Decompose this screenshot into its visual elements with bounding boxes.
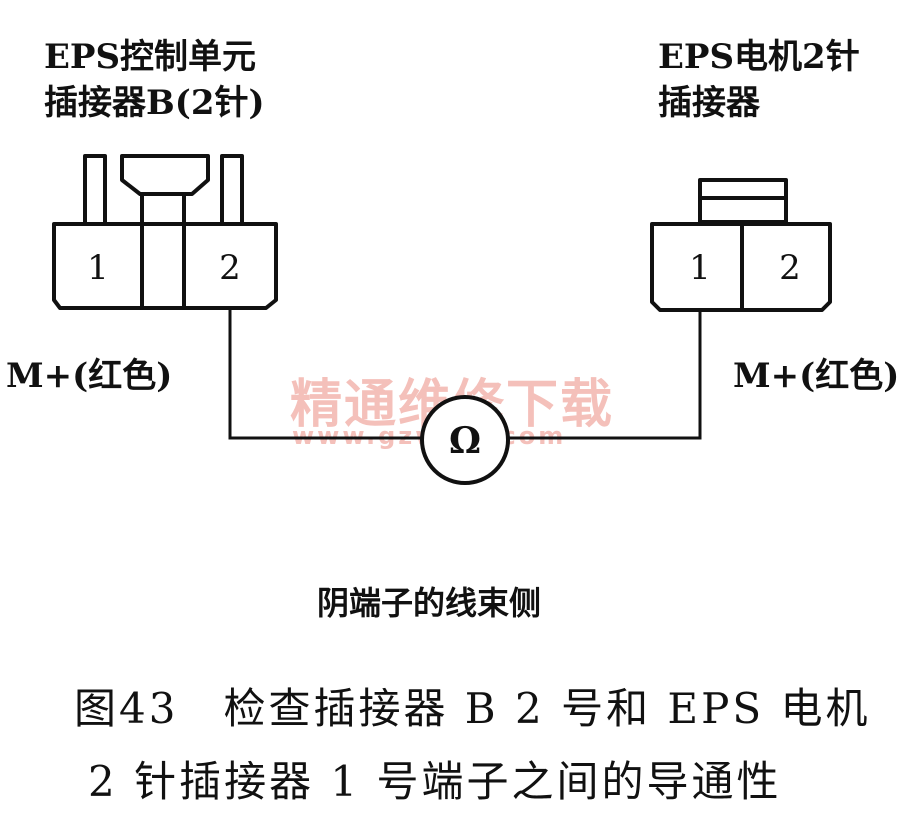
figure-caption-line2: 2 针插接器 1 号端子之间的导通性 (88, 757, 782, 806)
right-connector-pin-2: 2 (779, 248, 801, 288)
right-wire-label: M+(红色) (733, 356, 900, 396)
left-connector-body (52, 222, 278, 310)
ohmmeter-symbol (420, 395, 510, 485)
wire-left (228, 308, 422, 440)
left-wire-label: M+(红色) (6, 356, 173, 396)
right-connector-title-line1: EPS电机2针 (658, 37, 860, 77)
left-connector (52, 154, 278, 310)
left-connector-pin-1: 1 (87, 248, 109, 288)
ohm-symbol: Ω (449, 420, 481, 462)
right-connector-title-line2: 插接器 (658, 83, 760, 123)
left-connector-latch-right (220, 154, 244, 226)
left-connector-pin-2: 2 (219, 248, 241, 288)
right-connector-body (650, 222, 832, 312)
left-connector-title-line1: EPS控制单元 (44, 37, 257, 77)
right-connector-lock-top (698, 178, 788, 200)
left-connector-latch-left (83, 154, 107, 226)
right-connector-lock-bottom (698, 196, 788, 224)
left-connector-title: EPS控制单元 插接器B(2针) (44, 34, 265, 126)
diagram-subcaption: 阴端子的线束侧 (317, 584, 542, 622)
figure-caption-line1: 图43 检查插接器 B 2 号和 EPS 电机 (74, 684, 871, 733)
right-connector-pin-1: 1 (689, 248, 711, 288)
left-connector-lock-tab (120, 154, 210, 196)
left-connector-title-line2: 插接器B(2针) (44, 83, 265, 123)
test-wires (228, 308, 702, 440)
circuit-diagram: 1 2 1 2 Ω (52, 154, 832, 485)
wire-right (508, 310, 702, 440)
left-connector-key (140, 192, 186, 310)
right-connector-title: EPS电机2针 插接器 (658, 34, 860, 126)
right-connector (650, 178, 832, 312)
